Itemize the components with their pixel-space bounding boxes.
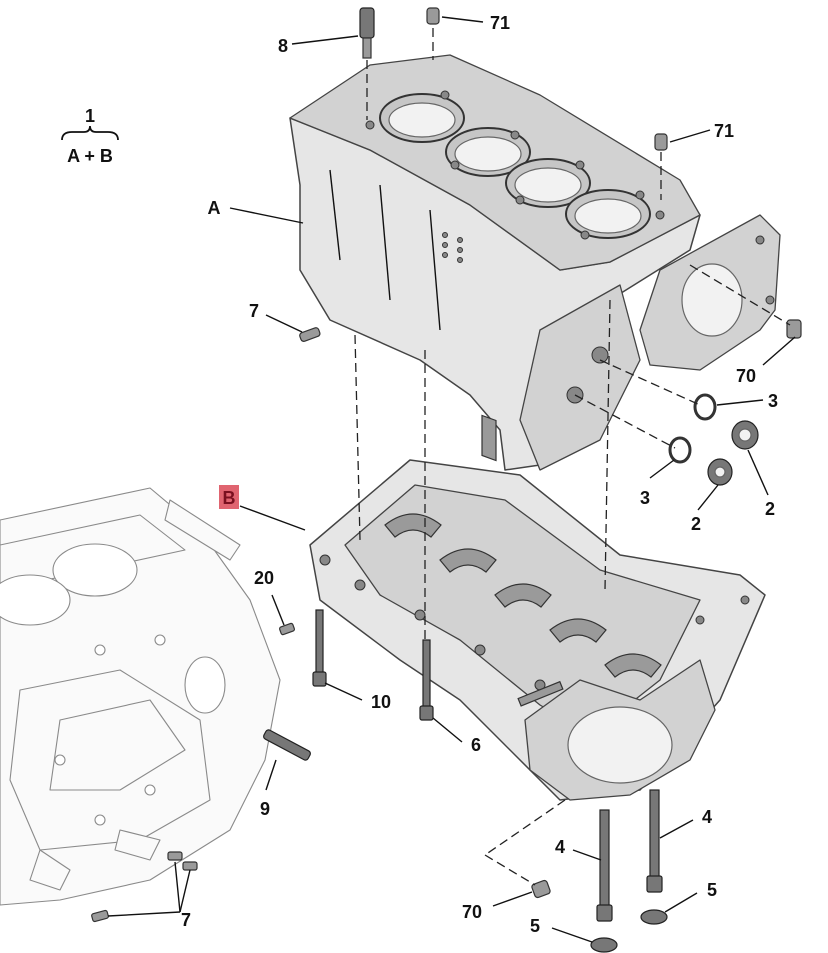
alignment-lines — [354, 28, 791, 886]
lower-crankcase-B — [309, 459, 766, 801]
callout-70-bottom: 70 — [462, 902, 482, 922]
callout-4-left: 4 — [555, 837, 565, 857]
callout-B-highlight — [219, 485, 239, 509]
fasteners — [91, 7, 802, 953]
callout-5-bottom: 5 — [530, 916, 540, 936]
callout-4-right: 4 — [702, 807, 712, 827]
callout-8: 8 — [278, 36, 288, 56]
callout-A: A — [208, 198, 221, 218]
assembly-brace — [61, 125, 119, 141]
callout-2-left: 2 — [691, 514, 701, 534]
callout-71-right: 71 — [714, 121, 734, 141]
callout-70-right: 70 — [736, 366, 756, 386]
callout-6: 6 — [471, 735, 481, 755]
callout-7-mid: 7 — [249, 301, 259, 321]
callout-5-right: 5 — [707, 880, 717, 900]
ghosted-engine-block — [0, 487, 281, 906]
callout-9: 9 — [260, 799, 270, 819]
callout-B: B — [223, 488, 236, 508]
callout-20: 20 — [254, 568, 274, 588]
callout-3-lower: 3 — [640, 488, 650, 508]
assembly-key: 1 A + B — [61, 106, 119, 166]
callout-10: 10 — [371, 692, 391, 712]
callout-3-upper: 3 — [768, 391, 778, 411]
callout-71-top: 71 — [490, 13, 510, 33]
leader-lines — [107, 16, 796, 943]
assembly-number: 1 — [85, 106, 95, 126]
assembly-composition: A + B — [67, 146, 113, 166]
callout-labels: 8 71 71 A 7 70 3 3 2 2 B 20 10 6 9 4 4 5… — [181, 13, 778, 936]
cylinder-block-A — [289, 54, 781, 471]
callout-7-bottom: 7 — [181, 910, 191, 930]
callout-2-right: 2 — [765, 499, 775, 519]
